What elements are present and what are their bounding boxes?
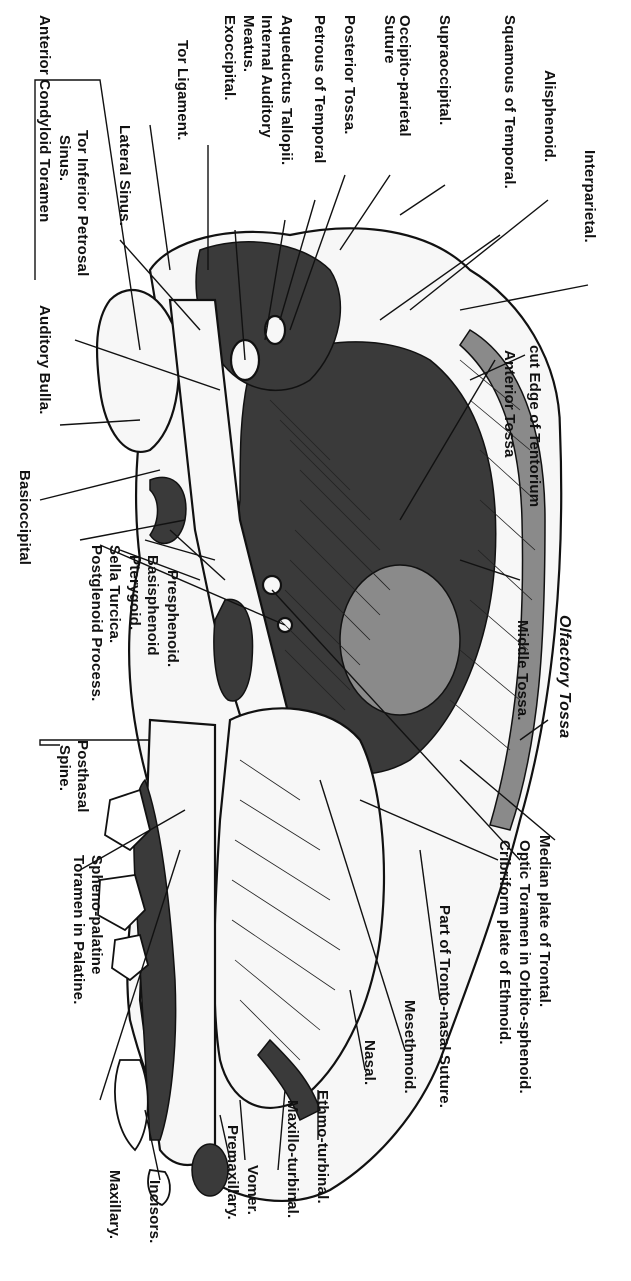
label-petrous-temporal: Petrous of Temporal (311, 15, 328, 164)
label-pterygoid: Pterygoid. (126, 555, 143, 630)
label-tor-inferior-petrosal: Tor Inferior Petrosal (74, 130, 91, 276)
leader-supraoccipital (400, 185, 445, 215)
presphenoid-patch (214, 599, 253, 701)
label-ethmo-turbinal: Ethmo-turbinal. (314, 1090, 331, 1204)
label-vomer: Vomer. (244, 1165, 261, 1215)
label-presphenoid: Presphenoid. (164, 570, 181, 667)
label-anterior-condyloid: Anterior Condyloid Toramen (36, 15, 53, 222)
label-postglenoid: Postglenoid Process. (88, 545, 105, 702)
label-internal-auditory: Internal Auditory (258, 15, 275, 138)
label-supraoccipital: Supraoccipital. (436, 15, 453, 126)
label-posthasal: Posthasal (74, 740, 91, 813)
label-aqueductus: Aqueductus Tallopii. (278, 15, 295, 165)
label-tor-ligament: Tor Ligament. (174, 40, 191, 141)
middle-fossa-bulge (340, 565, 460, 715)
label-basioccipital: Basioccipital (16, 470, 33, 565)
optic-foramen-hole (263, 576, 281, 594)
label-alisphenoid: Alisphenoid. (541, 70, 558, 162)
canine (115, 1060, 148, 1150)
label-posthasal-spine: Spine. (56, 745, 73, 791)
label-spheno-palatine-foramen: Toramen in Palatine. (70, 855, 87, 1005)
label-nasal: Nasal. (361, 1040, 378, 1085)
label-maxillo-turbinal: Maxillo-turbinal. (284, 1100, 301, 1218)
leader-tor-ligament (150, 125, 170, 270)
label-basisphenoid: Basisphenoid (144, 555, 161, 656)
label-cut-edge-tentorium: cut Edge of Tentorium (526, 345, 543, 507)
label-tor-inferior-petrosal-sinus: Sinus. (56, 135, 73, 181)
label-fronto-nasal: Part of Tronto-nasal Suture. (436, 905, 453, 1108)
label-posterior-fossa: Posterior Tossa. (341, 15, 358, 135)
label-spheno-palatine: Spheno-palatine (88, 855, 105, 975)
label-internal-auditory-meatus: Meatus. (240, 15, 257, 72)
label-incisors: Incisors. (146, 1180, 163, 1244)
label-olfactory-fossa: Olfactory Tossa (556, 615, 573, 738)
label-mesethmoid: Mesethmoid. (401, 1000, 418, 1094)
skull-drawing (97, 228, 561, 1205)
label-auditory-bulla: Auditory Bulla. (36, 305, 53, 415)
label-exoccipital: Exoccipital. (221, 15, 238, 101)
label-interparietal: Interparietal. (581, 150, 598, 243)
label-maxillary: Maxillary. (106, 1170, 123, 1239)
label-middle-fossa: Middle Tossa. (514, 620, 531, 721)
label-lateral-sinus: Lateral Sinus. (116, 125, 133, 226)
label-anterior-fossa: Anterior Tossa (501, 350, 518, 458)
label-sella-turcica: Sella Turcica. (106, 545, 123, 643)
label-occipito-parietal-suture: Suture (381, 15, 398, 64)
label-optic-foramen: Optic Toramen in Orbito-sphenoid. (516, 840, 533, 1094)
label-premaxillary: Premaxillary. (224, 1125, 241, 1220)
label-median-plate: Median plate of Trontal. (536, 835, 553, 1007)
label-squamous-temporal: Squamous of Temporal. (501, 15, 518, 189)
label-cribriform: Cribriform plate of Ethmoid. (496, 840, 513, 1045)
premaxillary-foramen (192, 1144, 228, 1196)
